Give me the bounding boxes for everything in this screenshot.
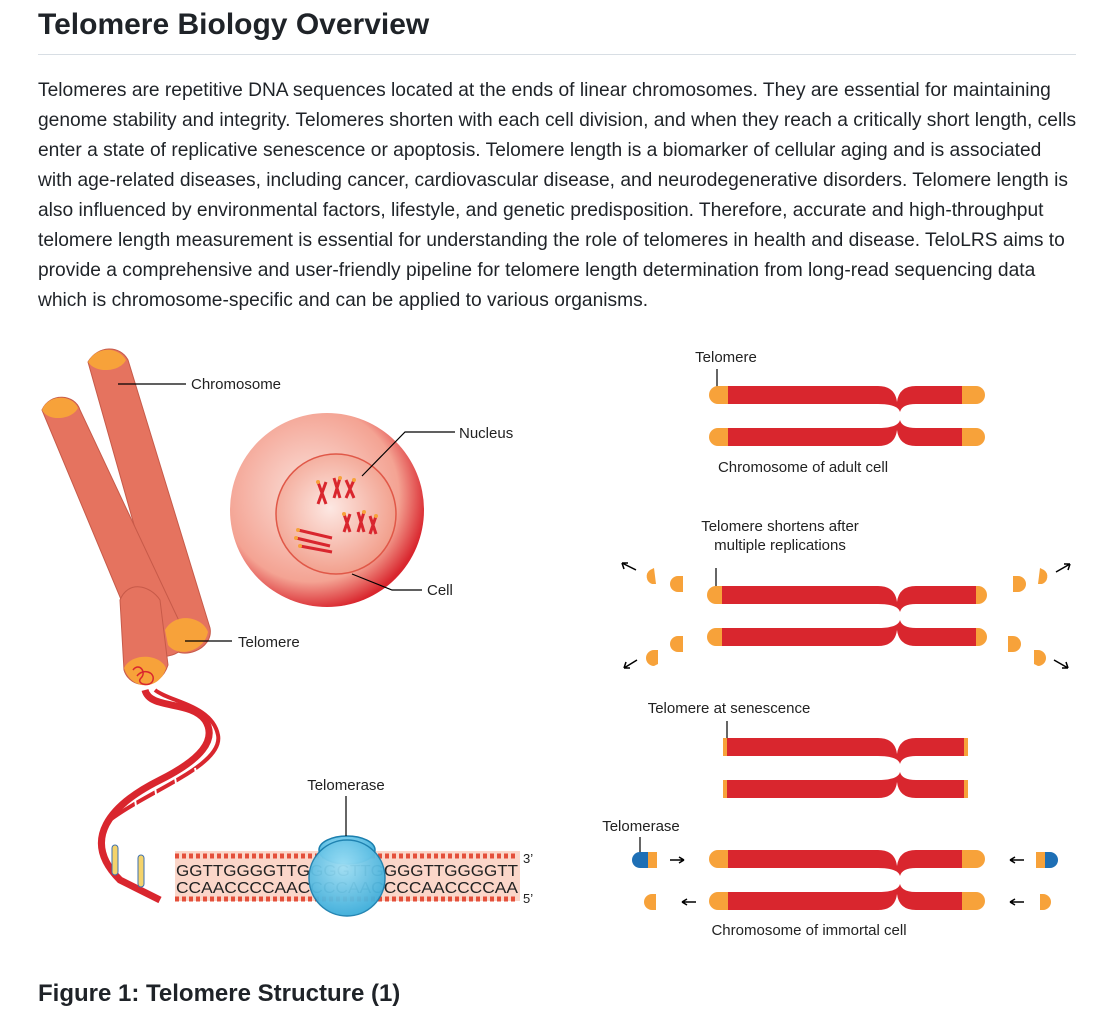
telomere-figure: Chromosome Telomere Nucleus Cell GGTTGGG… [41,348,1071,939]
label-telomerase-right: Telomerase [602,818,680,835]
title-divider [38,54,1076,55]
label-shortens-line2: multiple replications [714,537,846,554]
telomere-cap-top-left [42,397,78,419]
label-senescence: Telomere at senescence [648,700,811,717]
shortened-chromosome [621,562,1071,669]
telomerase-marker [632,852,648,868]
nucleus [275,453,397,575]
label-5-prime: 5’ [523,891,533,906]
label-chromosome: Chromosome [191,376,281,393]
dna-strand-illustration: GGTTGGGGTTGGGGTTGGGGTTGGGGTT CCAACCCCAAC… [175,835,533,917]
immortal-chromosome [632,850,1058,910]
figure-caption: Figure 1: Telomere Structure (1) [38,980,401,1007]
label-telomere-left: Telomere [238,634,300,651]
label-immortal-cell: Chromosome of immortal cell [711,922,906,939]
adult-chromosome [709,386,985,446]
telomere-cap-top-right [88,349,126,371]
label-adult-cell: Chromosome of adult cell [718,459,888,476]
label-cell: Cell [427,582,453,599]
senescent-chromosome [723,738,968,798]
intro-paragraph: Telomeres are repetitive DNA sequences l… [38,80,1077,311]
telomere-cap-bottom-right [165,618,208,652]
label-telomerase-left: Telomerase [307,777,385,794]
label-telomere-right: Telomere [695,349,757,366]
page-title: Telomere Biology Overview [38,8,430,41]
label-nucleus: Nucleus [459,425,513,442]
telomerase-enzyme [308,839,386,917]
chromosome-illustration [41,348,221,904]
label-3-prime: 3’ [523,851,533,866]
label-shortens-line1: Telomere shortens after [701,518,859,535]
